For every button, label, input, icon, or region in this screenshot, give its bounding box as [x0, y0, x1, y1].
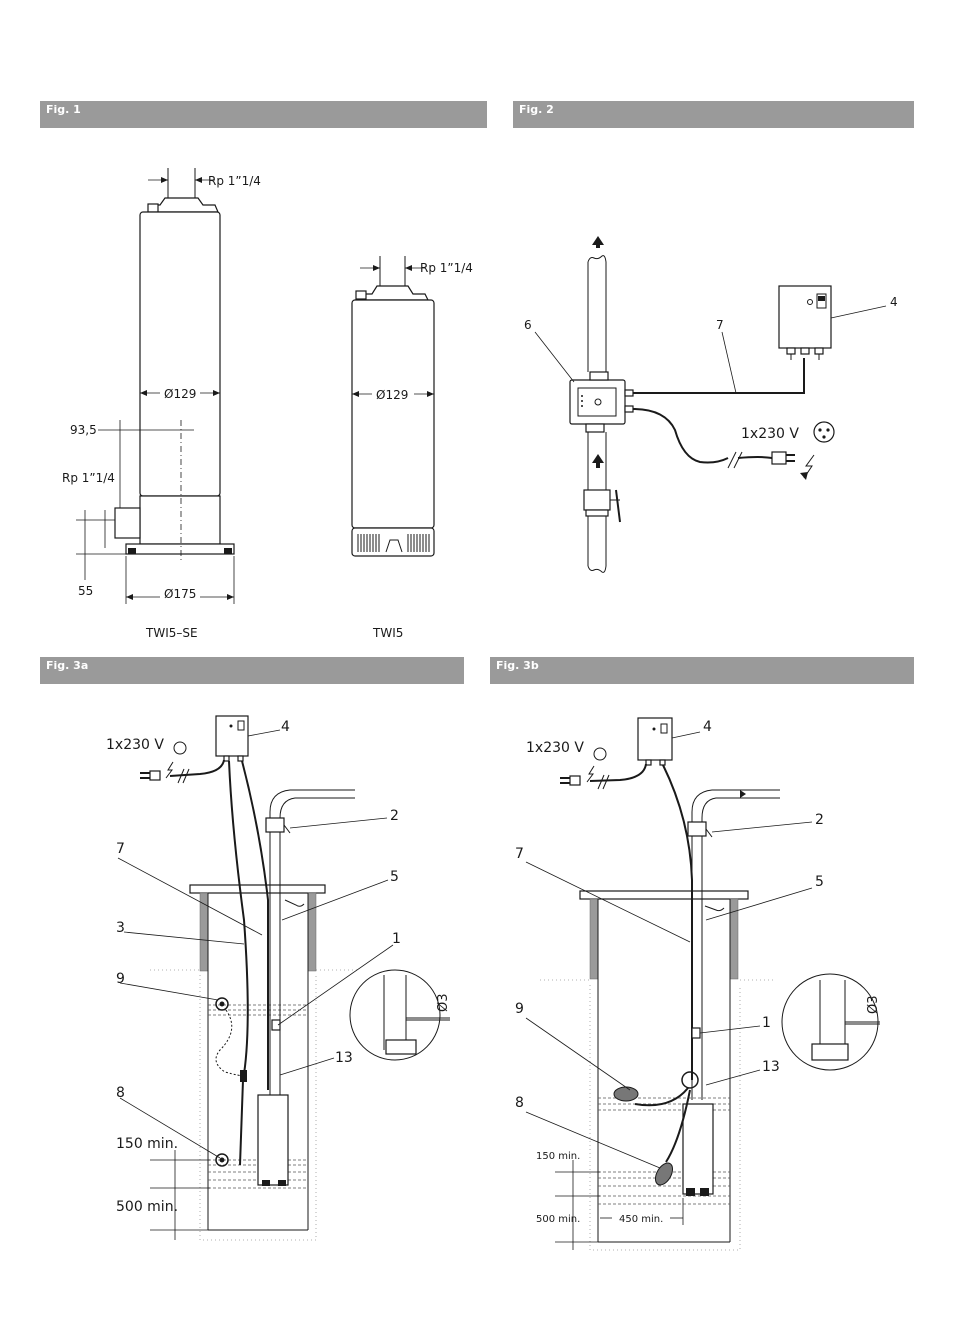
fig3b-label-4: 4 [703, 719, 712, 735]
fig3b-label-8: 8 [515, 1095, 524, 1111]
fig2-title: Fig. 2 [519, 103, 554, 116]
fig1-pump-twi5 [351, 256, 435, 557]
fig1-rp-top-b: Rp 1”1/4 [420, 261, 473, 275]
fig3b-dim-150: 150 min. [536, 1151, 580, 1162]
fig1-dia-base: Ø175 [164, 587, 196, 601]
fig3a-label-7: 7 [116, 841, 125, 857]
fig2-label-4: 4 [890, 295, 898, 309]
fig3b-label-13: 13 [762, 1059, 780, 1075]
fig3b-title: Fig. 3b [496, 659, 539, 672]
fig3a-label-4: 4 [281, 719, 290, 735]
fig3a-label-3: 3 [116, 920, 125, 936]
fig3b-label-2: 2 [815, 812, 824, 828]
fig3a-title: Fig. 3a [46, 659, 89, 672]
fig3a-dim-150: 150 min. [116, 1136, 178, 1152]
fig3a-installation [117, 715, 450, 1241]
fig2-label-6: 6 [524, 318, 532, 332]
fig2-voltage: 1x230 V [741, 426, 799, 442]
fig3a-label-8: 8 [116, 1085, 125, 1101]
fig1-dia-b: Ø129 [376, 388, 408, 402]
fig3b-dim-o3: Ø3 [866, 995, 881, 1014]
fig3a-header: Fig. 3a [40, 657, 464, 684]
fig3a-label-9: 9 [116, 971, 125, 987]
fig3a-label-2: 2 [390, 808, 399, 824]
fig1-dia-a: Ø129 [164, 387, 196, 401]
fig1-model-b: TWI5 [372, 626, 403, 640]
fig1-rp-top-a: Rp 1”1/4 [208, 174, 261, 188]
fig2-header: Fig. 2 [513, 101, 914, 128]
fig3a-voltage: 1x230 V [106, 737, 164, 753]
fig1-dim-935: 93,5 [70, 423, 97, 437]
fig2-label-7: 7 [716, 318, 724, 332]
fig3a-dim-500: 500 min. [116, 1199, 178, 1215]
fig3b-label-5: 5 [815, 874, 824, 890]
fig3b-dim-450: 450 min. [619, 1214, 663, 1225]
fig3b-dim-500: 500 min. [536, 1214, 580, 1225]
fig3a-dim-o3: Ø3 [436, 993, 451, 1012]
fig1-header: Fig. 1 [40, 101, 487, 128]
fig3a-label-5: 5 [390, 869, 399, 885]
fig3b-installation [525, 717, 880, 1251]
fig1-pump-twi5-se [76, 168, 235, 604]
fig3b-label-7: 7 [515, 846, 524, 862]
fig3a-label-1: 1 [392, 931, 401, 947]
fig3a-label-13: 13 [335, 1050, 353, 1066]
fig3b-label-1: 1 [762, 1015, 771, 1031]
fig3b-label-9: 9 [515, 1001, 524, 1017]
fig2-installation [534, 236, 887, 573]
fig1-dim-55: 55 [78, 584, 93, 598]
fig3b-header: Fig. 3b [490, 657, 914, 684]
fig1-rp-side: Rp 1”1/4 [62, 471, 115, 485]
fig1-title: Fig. 1 [46, 103, 81, 116]
fig3b-voltage: 1x230 V [526, 740, 584, 756]
fig1-model-a: TWI5–SE [145, 626, 198, 640]
